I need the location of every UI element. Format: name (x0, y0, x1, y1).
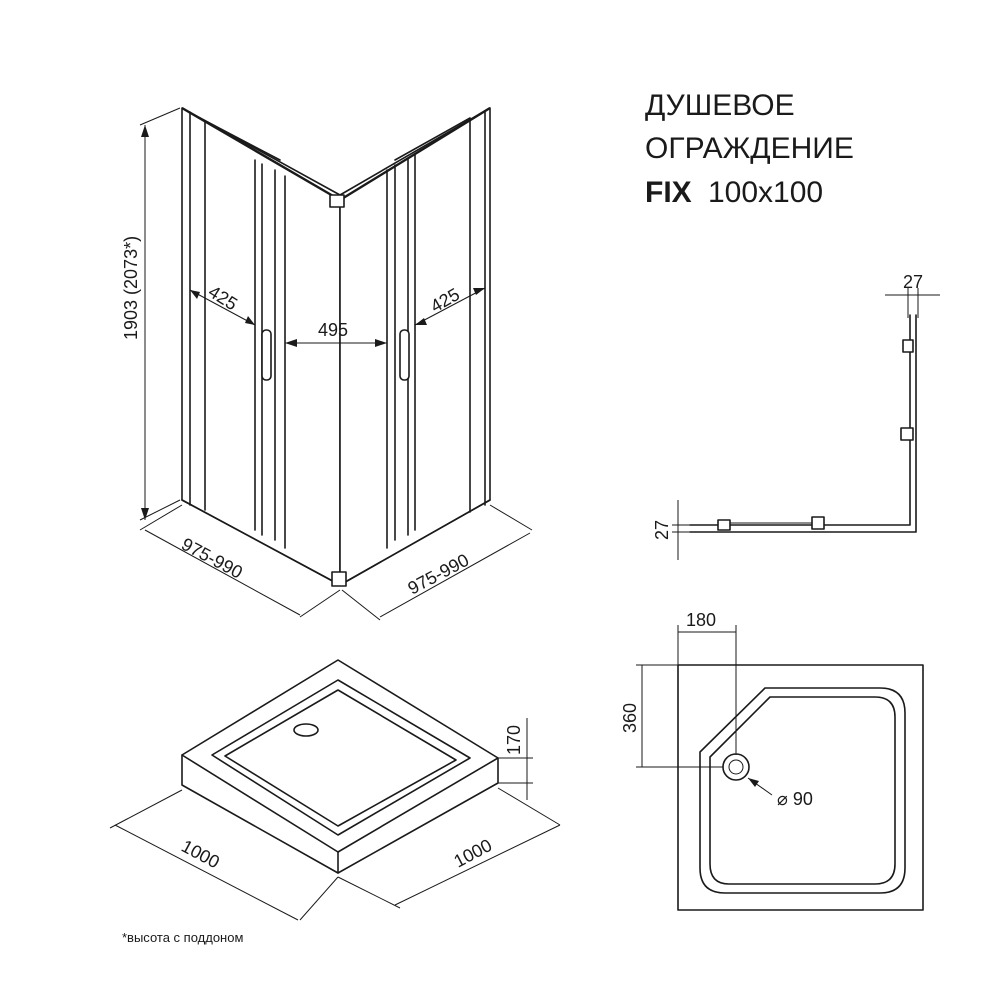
tray-height-dim: 170 (504, 725, 524, 755)
drain-y-dim: 360 (620, 703, 640, 733)
tray-outline (677, 664, 924, 911)
profile-top-dim: 27 (903, 272, 923, 292)
tray-top-view: 180 360 ⌀ 90 (620, 610, 924, 911)
shower-tray-view: 170 1000 1000 (109, 659, 561, 921)
tray-right-width-dim: 1000 (450, 835, 495, 871)
left-width-dim: 975-990 (178, 534, 246, 583)
center-opening-dim: 495 (318, 320, 348, 340)
tray-basin (211, 679, 471, 836)
right-width-dim: 975-990 (404, 550, 472, 599)
left-handle (261, 329, 272, 381)
drain-circle (722, 753, 750, 781)
footnote: *высота с поддоном (122, 930, 244, 945)
title-block: ДУШЕВОЕ ОГРАЖДЕНИЕ FIX 100x100 (645, 89, 854, 209)
tray-inner-outline (699, 687, 906, 894)
model-name: FIX (645, 176, 692, 209)
height-dimension: 1903 (2073*) (121, 236, 141, 340)
tray-drain (293, 723, 319, 737)
drain-x-dim: 180 (686, 610, 716, 630)
model-size: 100x100 (708, 176, 823, 209)
right-handle (399, 329, 410, 381)
title-line-2: ОГРАЖДЕНИЕ (645, 132, 854, 165)
title-line-1: ДУШЕВОЕ (645, 89, 795, 122)
profile-side-dim: 27 (652, 520, 672, 540)
tray-left-width-dim: 1000 (178, 836, 223, 872)
profile-view: 27 27 (652, 272, 940, 560)
shower-enclosure-view: 1903 (2073*) 425 495 425 975-990 975-990 (121, 106, 533, 621)
drain-diameter-dim: ⌀ 90 (777, 789, 813, 809)
